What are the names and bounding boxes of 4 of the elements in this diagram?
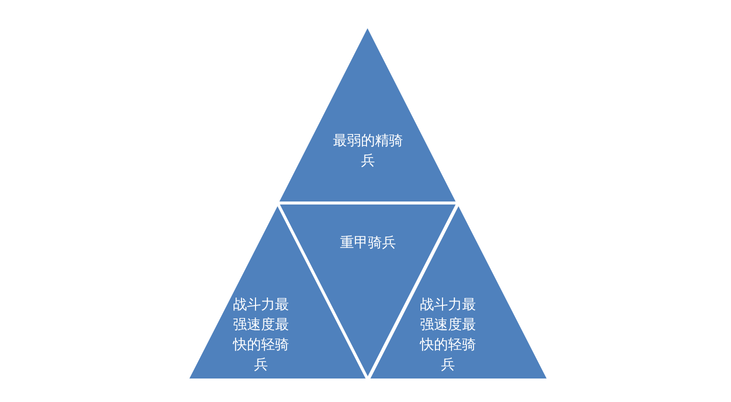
tier-label: 最弱的精骑兵 bbox=[332, 132, 404, 171]
tier-label: 重甲骑兵 bbox=[339, 234, 397, 253]
tier-label: 战斗力最强速度最快的轻骑兵 bbox=[232, 296, 290, 375]
tier-label: 战斗力最强速度最快的轻骑兵 bbox=[418, 296, 477, 375]
